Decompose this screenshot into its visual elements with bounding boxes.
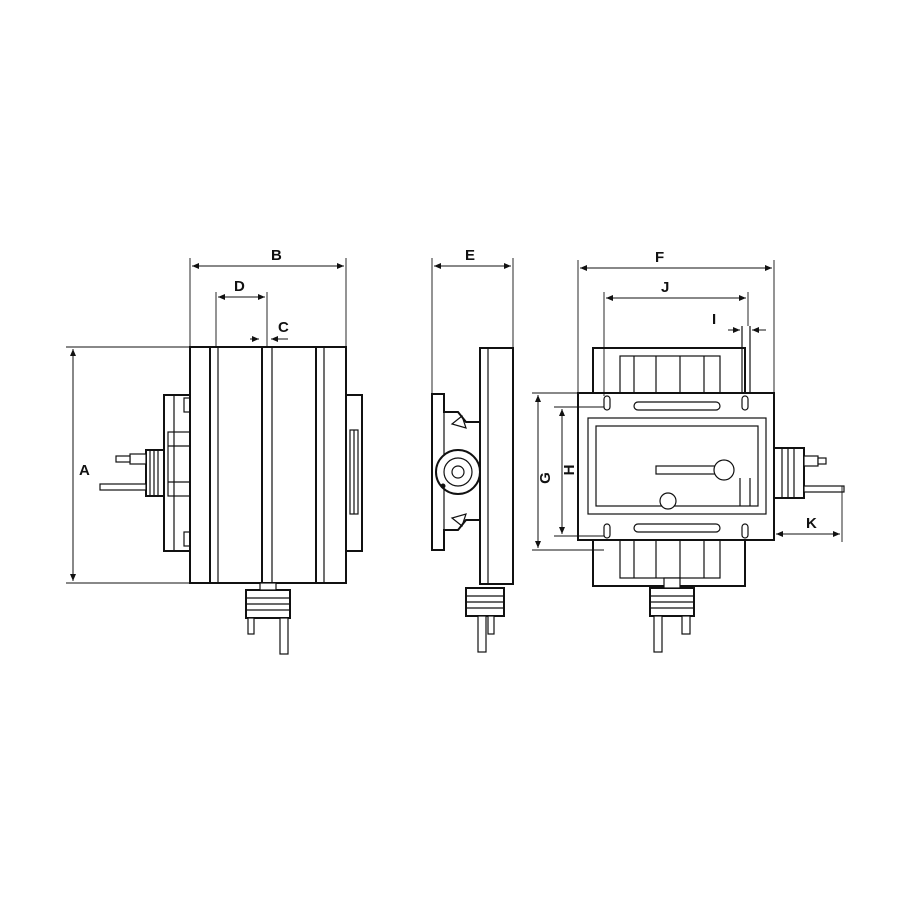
top-bottom-knob — [649, 577, 695, 653]
dim-label-e: E — [465, 247, 475, 264]
dim-label-b: B — [271, 247, 282, 264]
dim-label-g: G — [537, 472, 554, 484]
front-left-knob — [99, 449, 165, 497]
side-view: E — [431, 247, 514, 653]
top-right-knob — [773, 447, 845, 499]
front-table-top — [189, 346, 347, 584]
dim-label-h: H — [561, 465, 578, 476]
dim-label-i: I — [712, 311, 716, 328]
dim-label-c: C — [278, 319, 289, 336]
dim-label-f: F — [655, 249, 664, 266]
side-table-plate — [479, 347, 514, 585]
top-upper-base — [592, 347, 746, 394]
dim-label-j: J — [661, 279, 669, 296]
front-bottom-knob — [245, 582, 291, 655]
dim-label-a: A — [79, 462, 90, 479]
front-view: A B D C — [66, 247, 363, 655]
side-bottom-knob — [465, 587, 505, 653]
dim-label-d: D — [234, 278, 245, 295]
side-screw-end — [435, 449, 481, 495]
top-view: F J I G H K — [532, 249, 845, 653]
dim-label-k: K — [806, 515, 817, 532]
